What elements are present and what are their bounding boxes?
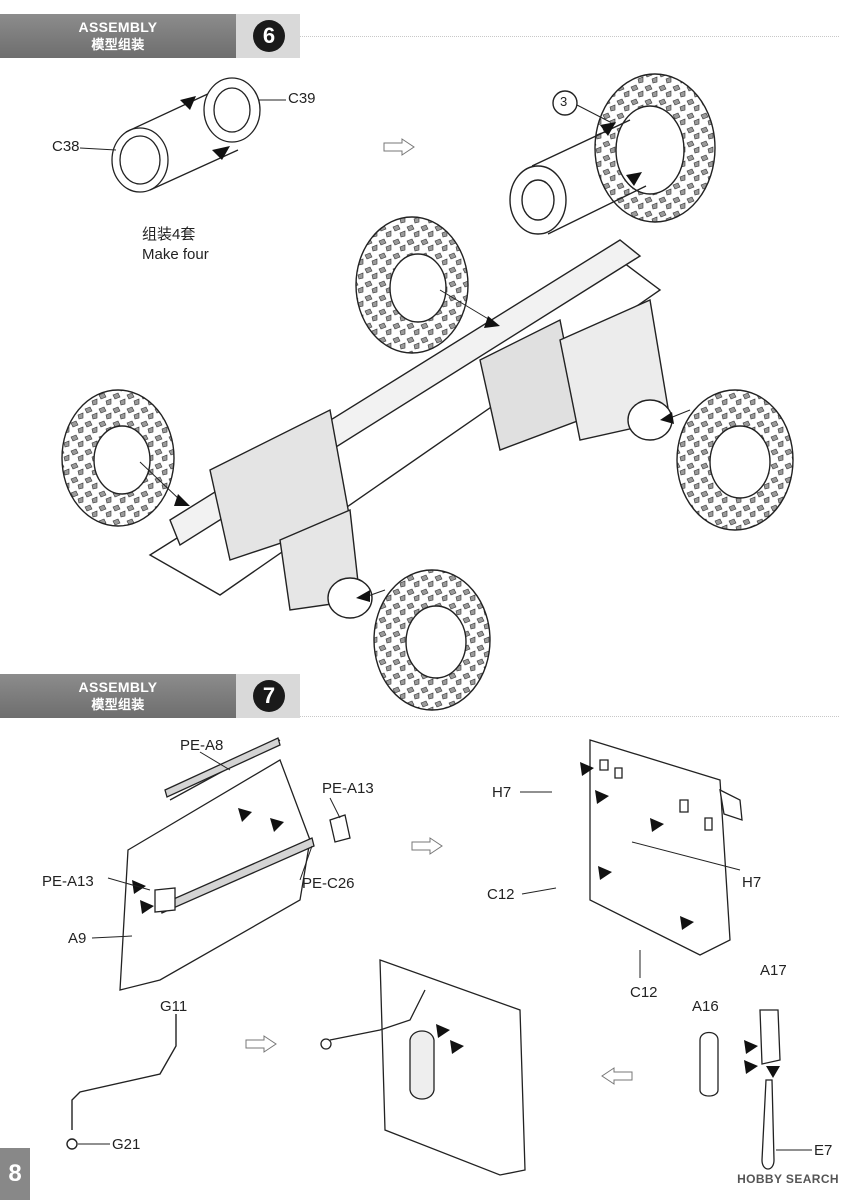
header-divider (300, 36, 839, 37)
part-label-pe-a13-top: PE-A13 (322, 780, 374, 797)
part-label-c38: C38 (52, 138, 80, 155)
part-label-e7: E7 (814, 1142, 833, 1159)
rim-c39-part (203, 77, 261, 143)
step-number-box: 7 (236, 674, 300, 718)
tire-front-right (373, 569, 491, 711)
tire-front-left (61, 389, 175, 527)
chassis-frame (148, 239, 671, 611)
section-title-cn: 模型组装 (91, 697, 145, 712)
panel-a9-assembly (119, 737, 351, 991)
watermark-text: HOBBY SEARCH (737, 1172, 839, 1186)
section-title: ASSEMBLY (78, 679, 158, 695)
step-number-box: 6 (236, 14, 300, 58)
axle-hub-front (327, 399, 673, 619)
page-number: 8 (0, 1148, 30, 1200)
step-flow-arrow-icon (383, 138, 415, 156)
section-title: ASSEMBLY (78, 19, 158, 35)
tire-assembly-top (509, 73, 716, 235)
pipe-g11-part (66, 1014, 177, 1150)
panel-bottom-assembly (320, 959, 526, 1176)
part-label-h7-right: H7 (742, 874, 762, 891)
part-label-a16: A16 (692, 998, 719, 1015)
note-en: Make four (142, 246, 209, 263)
canister-a16-part (699, 1031, 719, 1097)
callout-step-reference: 3 (560, 94, 568, 109)
step-6-header: ASSEMBLY 模型组装 6 (0, 14, 300, 58)
rim-c38-part (111, 91, 239, 193)
part-label-c12-bottom: C12 (630, 984, 658, 1001)
header-divider (300, 716, 839, 717)
part-label-c12-left: C12 (487, 886, 515, 903)
step-6-title: ASSEMBLY 模型组装 (0, 18, 236, 54)
panel-right-assembly (589, 739, 743, 956)
part-label-a17: A17 (760, 962, 787, 979)
assembly-quantity-note: 组装4套 Make four (142, 225, 209, 265)
part-label-a9: A9 (68, 930, 87, 947)
step-7-title: ASSEMBLY 模型组装 (0, 678, 236, 714)
step-number-badge: 7 (253, 680, 285, 712)
part-label-pe-c26: PE-C26 (302, 875, 355, 892)
section-title-cn: 模型组装 (91, 37, 145, 52)
note-cn: 组装4套 (142, 226, 196, 243)
part-label-pe-a13-left: PE-A13 (42, 873, 94, 890)
tire-rear-left (355, 216, 469, 354)
step-7-header: ASSEMBLY 模型组装 7 (0, 674, 300, 718)
part-label-c39: C39 (288, 90, 316, 107)
tire-rear-right (676, 389, 794, 531)
assembly-arrows-6a (180, 96, 230, 160)
part-label-h7-left: H7 (492, 784, 512, 801)
part-label-pe-a8: PE-A8 (180, 737, 224, 754)
bracket-a17-part (759, 1009, 781, 1170)
part-label-g11: G11 (160, 998, 188, 1015)
part-label-g21: G21 (112, 1136, 141, 1153)
step-number-badge: 6 (253, 20, 285, 52)
